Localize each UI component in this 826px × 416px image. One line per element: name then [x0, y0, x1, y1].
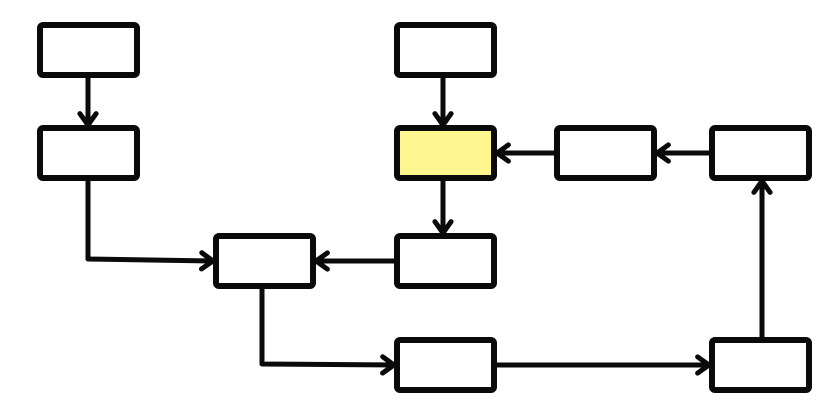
node-box[interactable]: [394, 233, 497, 289]
nodes-layer: [37, 22, 812, 393]
node-box[interactable]: [394, 22, 497, 78]
node-n7[interactable]: [554, 125, 657, 181]
edge-n7-to-n6: [494, 142, 560, 164]
node-n9[interactable]: [394, 22, 497, 78]
edge-n6-to-n10: [432, 175, 454, 236]
edge-n9-to-n6: [432, 72, 454, 128]
edge-n1-to-n2: [77, 72, 99, 128]
node-box[interactable]: [554, 125, 657, 181]
node-n10[interactable]: [394, 233, 497, 289]
node-n4[interactable]: [394, 337, 497, 393]
node-n3[interactable]: [213, 233, 316, 289]
node-box[interactable]: [37, 125, 140, 181]
node-box[interactable]: [394, 337, 497, 393]
edge-n5-to-n8: [751, 178, 773, 343]
edge-line: [259, 283, 397, 368]
edges-layer: [77, 72, 773, 376]
edge-n10-to-n3: [313, 250, 400, 272]
edge-n3-to-n4: [259, 283, 397, 376]
edge-n4-to-n5: [491, 354, 712, 376]
node-n5[interactable]: [709, 337, 812, 393]
node-n8[interactable]: [709, 125, 812, 181]
node-n1[interactable]: [37, 22, 140, 78]
edge-n8-to-n7: [654, 142, 715, 164]
node-box[interactable]: [394, 125, 497, 181]
node-box[interactable]: [213, 233, 316, 289]
edge-line: [85, 175, 216, 264]
node-n6[interactable]: [394, 125, 497, 181]
node-box[interactable]: [709, 337, 812, 393]
edge-n2-to-n3: [85, 175, 216, 272]
node-n2[interactable]: [37, 125, 140, 181]
node-box[interactable]: [709, 125, 812, 181]
node-box[interactable]: [37, 22, 140, 78]
